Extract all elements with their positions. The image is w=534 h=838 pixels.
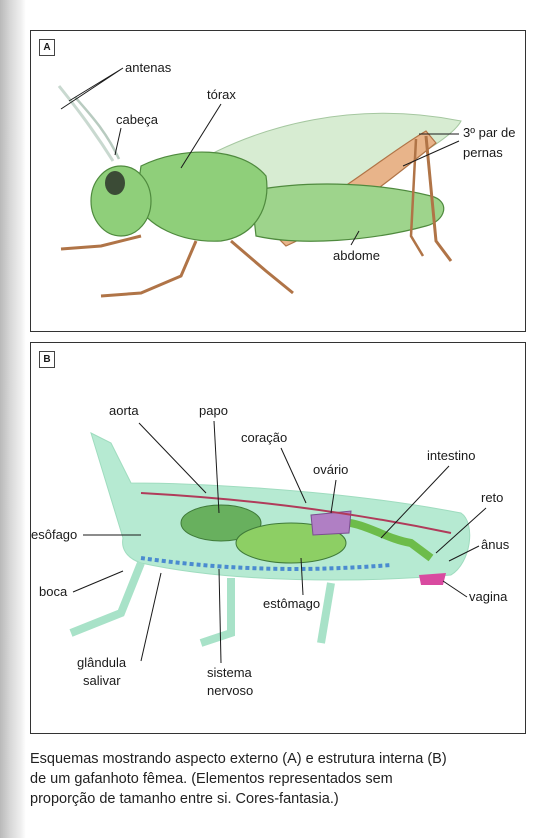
leg-middle	[201, 578, 231, 643]
middle-leg-2	[231, 241, 293, 293]
book-binding-shadow	[0, 0, 26, 838]
label-intestine: intestino	[427, 448, 475, 463]
label-vagina: vagina	[469, 589, 508, 604]
label-aorta: aorta	[109, 403, 139, 418]
leader-salivary-gland	[141, 573, 161, 661]
leader-aorta	[139, 423, 206, 493]
label-rectum: reto	[481, 490, 503, 505]
compound-eye	[105, 171, 125, 195]
antenna-left	[59, 86, 113, 161]
antenna-right	[75, 97, 119, 159]
panel-external-view: A antenas cabeça tórax 3º par de pernas …	[30, 30, 526, 332]
leader-head	[115, 128, 121, 155]
label-anus: ânus	[481, 537, 510, 552]
leader-antennae	[61, 68, 123, 109]
vagina-organ	[419, 573, 446, 585]
label-heart: coração	[241, 430, 287, 445]
label-third-legs-line1: 3º par de	[463, 125, 515, 140]
label-nervous-system-line2: nervoso	[207, 683, 253, 698]
front-leg	[61, 236, 141, 249]
label-ovary: ovário	[313, 462, 348, 477]
leg-front	[71, 563, 141, 633]
figure-caption: Esquemas mostrando aspecto externo (A) e…	[30, 749, 524, 809]
label-antennae: antenas	[125, 60, 172, 75]
panel-internal-view: B aorta papo coração ovário intestino re…	[30, 342, 526, 734]
label-thorax: tórax	[207, 87, 236, 102]
abdomen-shape	[251, 184, 444, 241]
label-salivary-gland-line1: glândula	[77, 655, 127, 670]
label-third-legs-line2: pernas	[463, 145, 503, 160]
grasshopper-internal-illustration: aorta papo coração ovário intestino reto…	[31, 343, 525, 733]
caption-line-2: de um gafanhoto fêmea. (Elementos repres…	[30, 769, 524, 789]
label-crop: papo	[199, 403, 228, 418]
label-esophagus: esôfago	[31, 527, 77, 542]
leg-hind	[321, 583, 331, 643]
label-head: cabeça	[116, 112, 159, 127]
caption-line-1: Esquemas mostrando aspecto externo (A) e…	[30, 749, 524, 769]
label-nervous-system-line1: sistema	[207, 665, 253, 680]
label-mouth: boca	[39, 584, 68, 599]
label-stomach: estômago	[263, 596, 320, 611]
caption-line-3: proporção de tamanho entre si. Cores-fan…	[30, 789, 524, 809]
label-salivary-gland-line2: salivar	[83, 673, 121, 688]
middle-leg	[101, 241, 196, 296]
leader-mouth	[73, 571, 123, 592]
thorax-shape	[136, 152, 267, 241]
label-abdomen: abdome	[333, 248, 380, 263]
leader-nervous-system	[219, 569, 221, 663]
leader-vagina	[443, 581, 467, 597]
grasshopper-external-illustration: antenas cabeça tórax 3º par de pernas ab…	[31, 31, 525, 331]
